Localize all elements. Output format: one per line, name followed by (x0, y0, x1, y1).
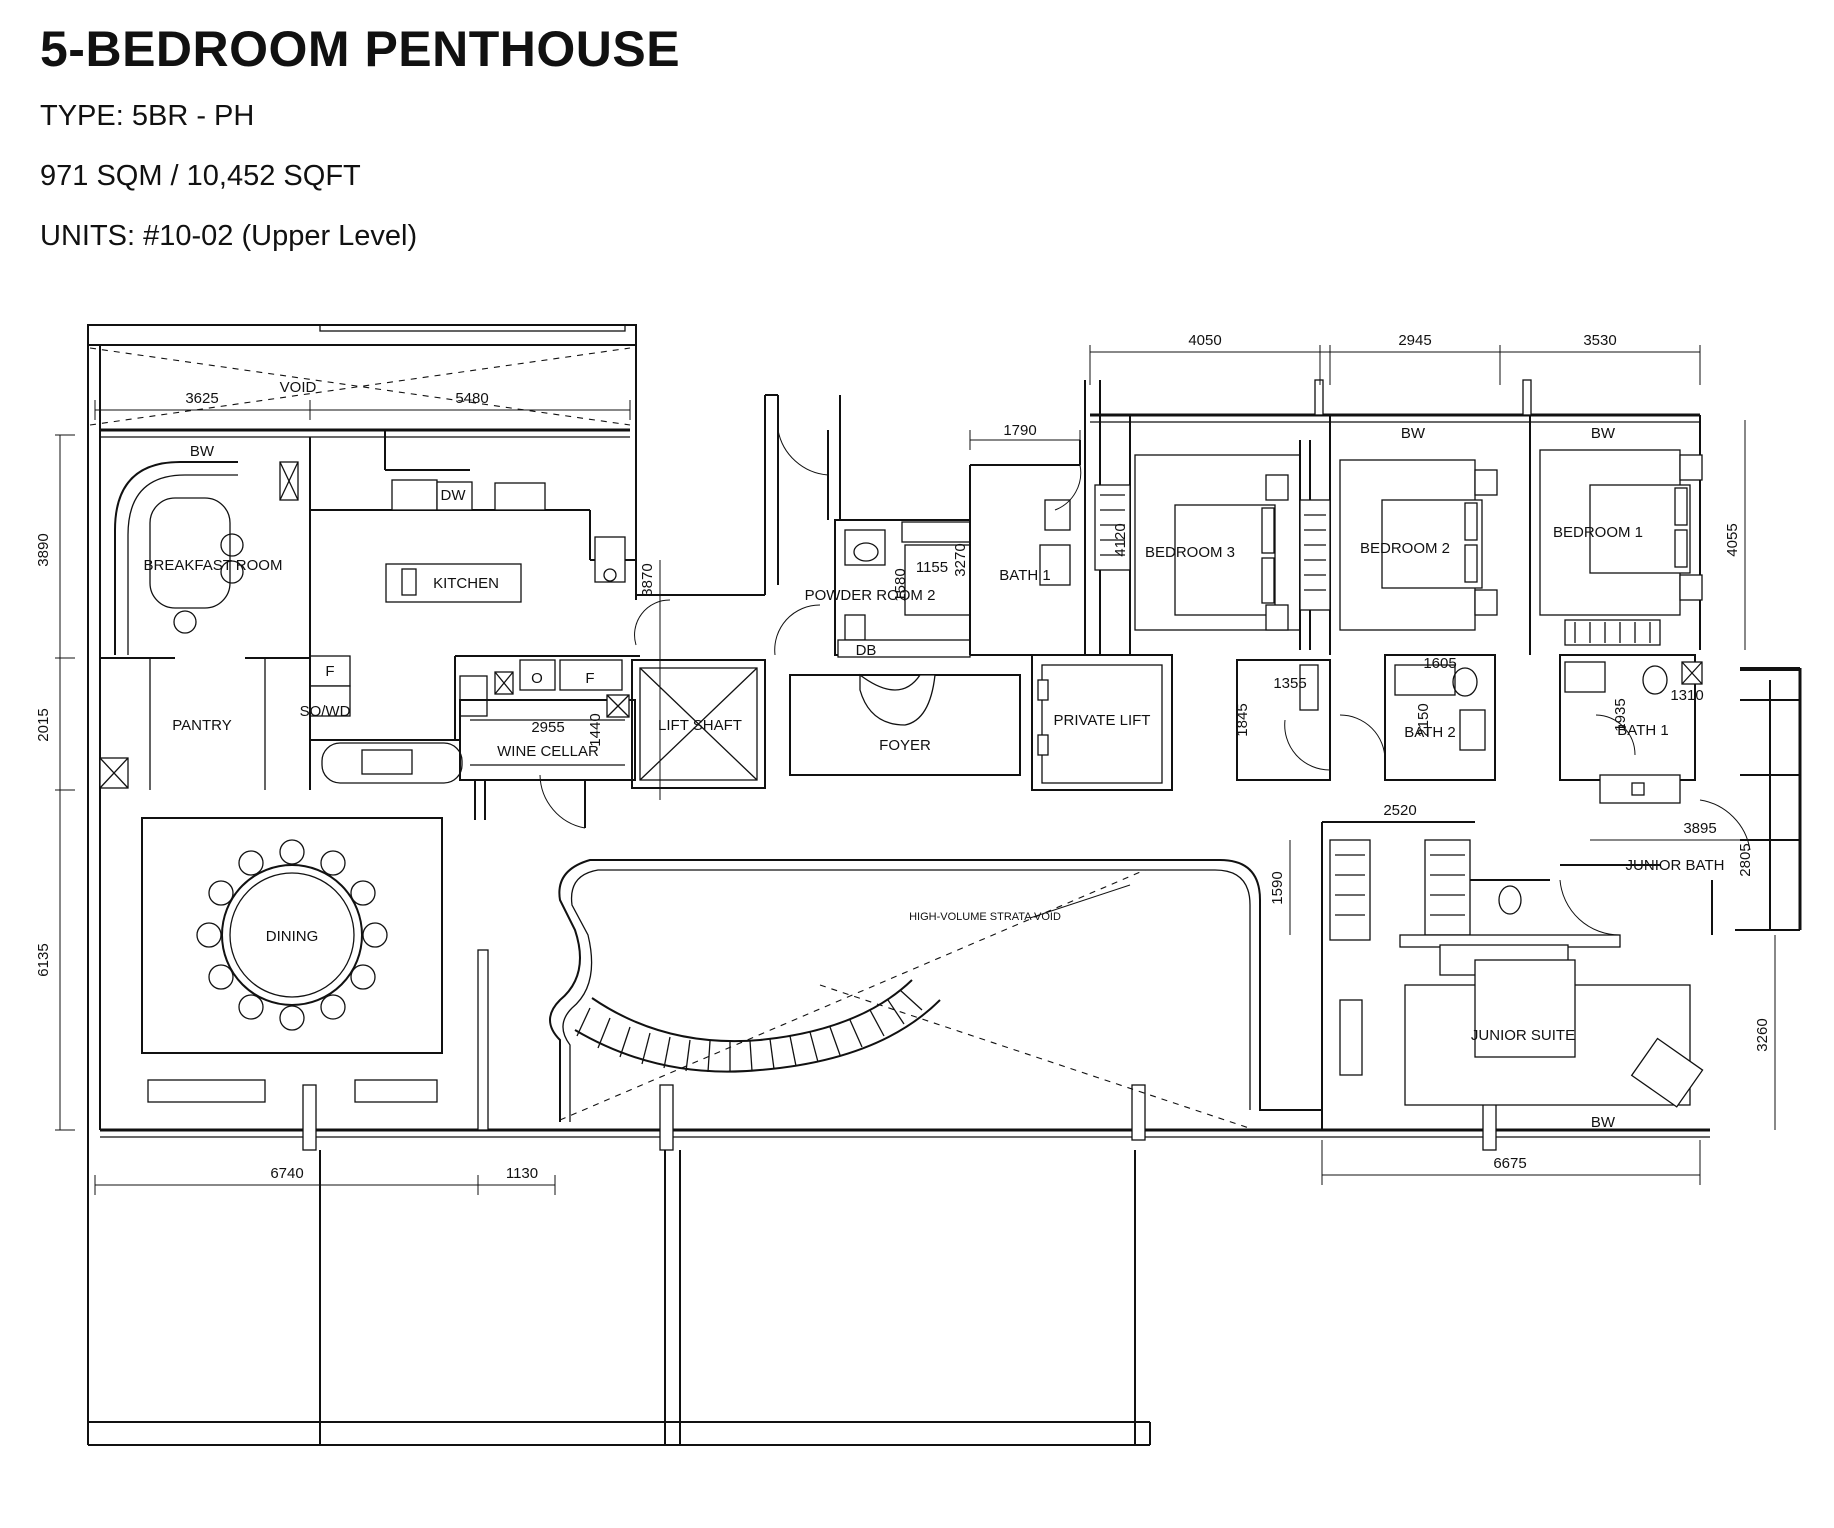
lift-shaft-zone: LIFT SHAFT (631, 599, 766, 789)
guest-bath-label: BATH 1 (999, 567, 1050, 584)
void-zone: VOID (89, 347, 631, 438)
junior-bath-label: JUNIOR BATH (1626, 857, 1725, 874)
dim-1155: 1155 (916, 559, 948, 576)
dim-2015: 2015 (35, 708, 52, 741)
dining-label: DINING (266, 928, 319, 945)
dim-3625: 3625 (185, 390, 218, 407)
unit-type: TYPE: 5BR - PH (40, 100, 255, 132)
dim-1605: 1605 (1423, 655, 1456, 672)
dim-1590: 1590 (1269, 871, 1286, 904)
dim-3890: 3890 (35, 533, 52, 566)
dim-5480: 5480 (455, 390, 488, 407)
bath-wet-dim: 1355 (1273, 675, 1306, 692)
fridge-label-2: F (585, 670, 594, 687)
dim-4120: 4120 (1112, 523, 1129, 556)
stair-treads (576, 989, 923, 1073)
junior-suite-zone: JUNIOR SUITE BW (1321, 821, 1704, 1131)
dim-3870: 3870 (639, 563, 656, 596)
pantry-label: PANTRY (172, 717, 231, 734)
unit-area: 971 SQM / 10,452 SQFT (40, 160, 361, 192)
bedroom3-label: BEDROOM 3 (1145, 544, 1235, 561)
breakfast-room-label: BREAKFAST ROOM (144, 557, 283, 574)
dim-3270: 3270 (952, 543, 969, 576)
dishwasher-label: DW (441, 487, 467, 504)
dim-4050: 4050 (1188, 332, 1221, 349)
dim-6135: 6135 (35, 943, 52, 976)
wine-cellar-label: WINE CELLAR (497, 743, 599, 760)
dim-1935: 1935 (1612, 698, 1629, 731)
dimensions: 3625 5480 3890 2015 6135 6740 1130 3870 … (35, 332, 1776, 1195)
plan-header: 5-BEDROOM PENTHOUSE TYPE: 5BR - PH 971 S… (40, 20, 680, 280)
oven-label: O (531, 670, 543, 687)
dim-2945: 2945 (1398, 332, 1431, 349)
fridge-label-1: F (325, 663, 334, 680)
sowd-label: SO/WD (300, 703, 351, 720)
dim-1310: 1310 (1670, 687, 1703, 704)
dim-3530: 3530 (1583, 332, 1616, 349)
dining-chairs (196, 839, 388, 1031)
dim-1790: 1790 (1003, 422, 1036, 439)
dim-6740: 6740 (270, 1165, 303, 1182)
dining-zone: DINING (141, 817, 489, 1131)
junior-suite-label: JUNIOR SUITE (1471, 1027, 1575, 1044)
dim-2520: 2520 (1383, 802, 1416, 819)
private-lift-label: PRIVATE LIFT (1054, 712, 1151, 729)
foyer-label: FOYER (879, 737, 931, 754)
bw-label-kitchen: BW (190, 443, 215, 460)
lift-shaft-label: LIFT SHAFT (658, 717, 742, 734)
dim-1130: 1130 (506, 1165, 538, 1182)
kitchen-zone: DW BW BREAKFAST ROOM KITCHEN PANTRY F SO… (99, 430, 640, 790)
dim-6675: 6675 (1493, 1155, 1526, 1172)
dim-4055: 4055 (1724, 523, 1741, 556)
db-label: DB (856, 642, 877, 659)
foyer-zone: FOYER (789, 673, 1021, 776)
private-lift-zone: PRIVATE LIFT (1031, 654, 1173, 791)
wine-cellar-zone: WINE CELLAR (459, 694, 636, 829)
dim-2805: 2805 (1737, 843, 1754, 876)
bath-zones: 1355 BATH 2 BATH 1 JUNIOR BATH (1236, 654, 1802, 936)
dim-3260: 3260 (1754, 1018, 1771, 1051)
void-label: VOID (280, 379, 317, 396)
guest-bath-zone: BATH 1 (969, 440, 1085, 656)
bw-label-bedroom2: BW (1401, 425, 1426, 442)
dim-1580: 1580 (892, 568, 909, 601)
strata-void-label: HIGH-VOLUME STRATA VOID (909, 911, 1061, 923)
powder-room-zone: POWDER ROOM 2 DB (636, 394, 971, 659)
powder-room-label: POWDER ROOM 2 (805, 587, 936, 604)
exterior-walls (87, 324, 1710, 1446)
bedrooms-zone: BEDROOM 3 BW BEDROOM 2 BW BEDROOM 1 (1084, 379, 1703, 655)
bedroom2-label: BEDROOM 2 (1360, 540, 1450, 557)
dim-3895: 3895 (1683, 820, 1716, 837)
unit-numbers: UNITS: #10-02 (Upper Level) (40, 220, 418, 252)
dim-1845: 1845 (1234, 703, 1251, 736)
bedroom1-label: BEDROOM 1 (1553, 524, 1643, 541)
bw-label-bedroom1: BW (1591, 425, 1616, 442)
strata-void-zone: HIGH-VOLUME STRATA VOID (549, 859, 1322, 1131)
kitchen-label: KITCHEN (433, 575, 499, 592)
dim-2955: 2955 (531, 719, 564, 736)
dim-2150: 2150 (1415, 703, 1432, 736)
bw-label-junior-suite: BW (1591, 1114, 1616, 1131)
dim-1440: 1440 (587, 713, 604, 746)
bath2-label: BATH 2 (1404, 724, 1455, 741)
page-title: 5-BEDROOM PENTHOUSE (40, 21, 681, 77)
